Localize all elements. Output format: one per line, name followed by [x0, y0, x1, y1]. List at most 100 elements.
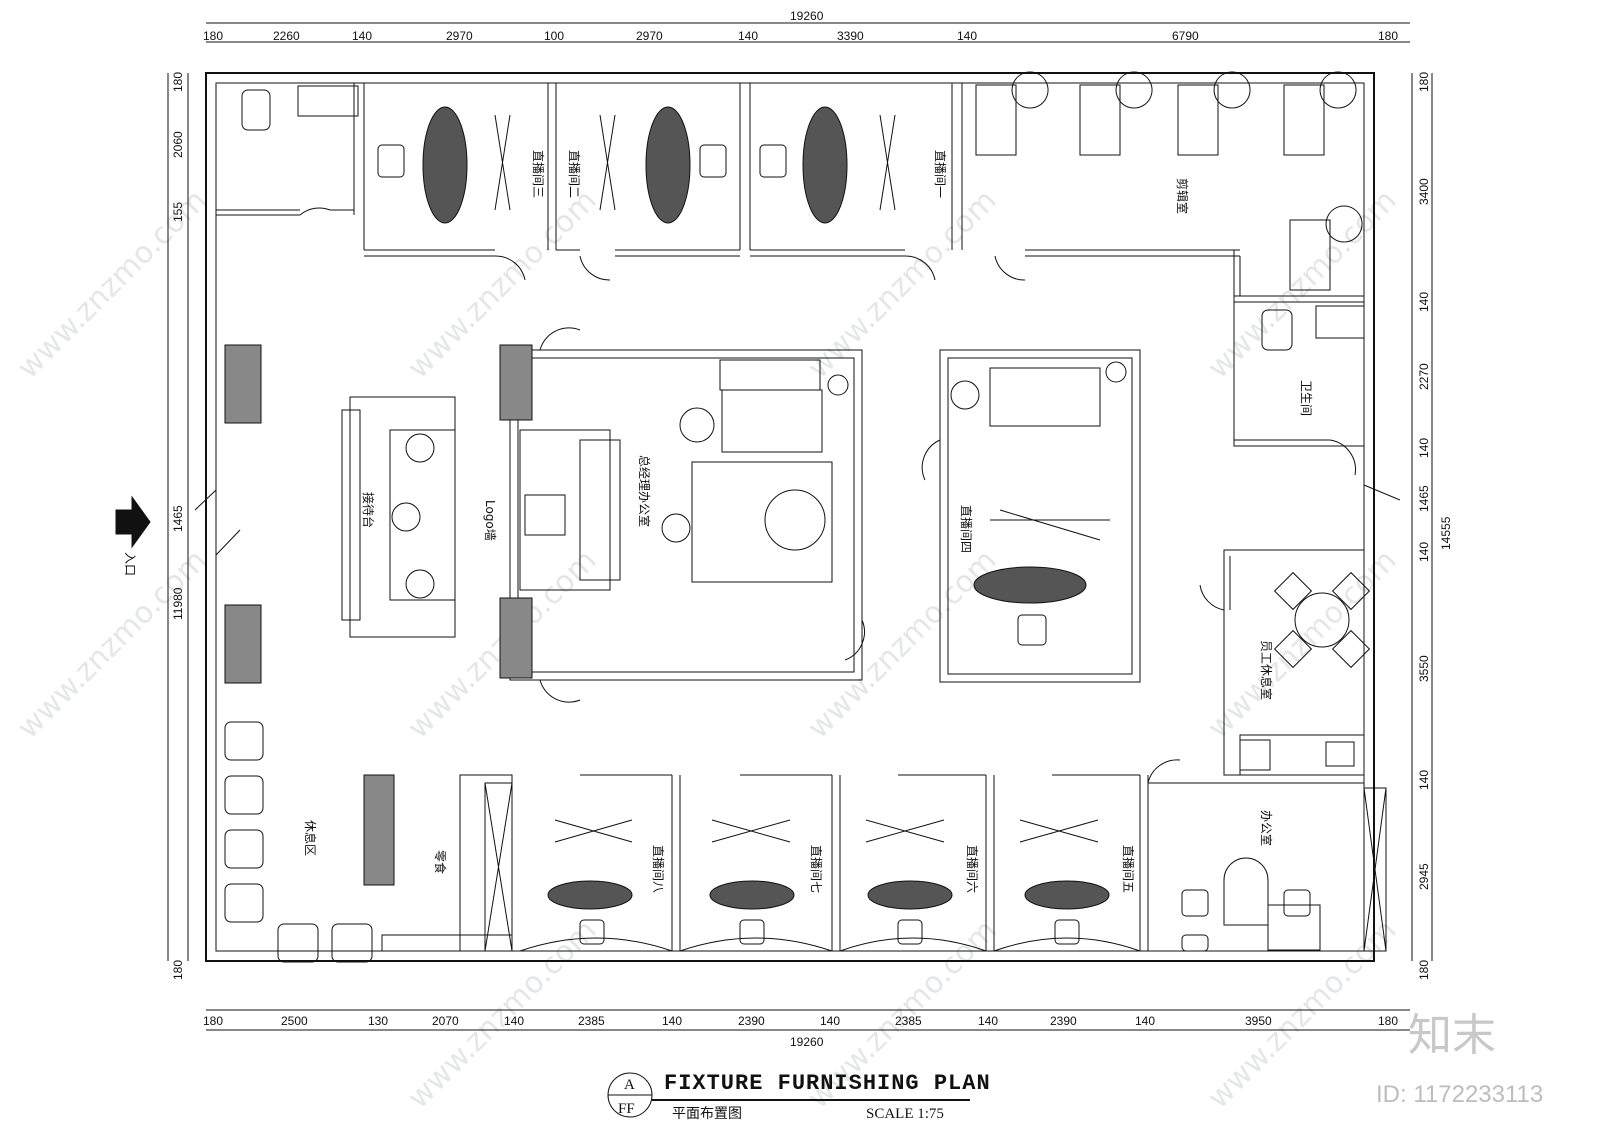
watermark-layer: www.znzmo.com www.znzmo.com www.znzmo.co…: [11, 183, 1404, 1116]
dim-text: 2385: [895, 1014, 922, 1028]
room-label-live4: 直播间四: [959, 505, 973, 553]
dim-text: 2070: [432, 1014, 459, 1028]
toilet-room-outline: [1233, 295, 1365, 447]
dim-text: 140: [820, 1014, 840, 1028]
watermark-text: www.znzmo.com: [801, 543, 1004, 746]
room-label-live8: 直播间八: [651, 845, 665, 893]
dim-text: 1465: [1417, 485, 1431, 512]
right-dimensions: 180 3400 140 2270 140 1465 140 3550 140 …: [1417, 72, 1453, 980]
room-label-logo-wall: Logo墙: [483, 500, 497, 541]
dim-bottom-total: 19260: [790, 1035, 824, 1049]
room-label-live5: 直播间五: [1121, 845, 1135, 893]
desk-oval: [709, 880, 795, 910]
room-label-edit: 剪辑室: [1175, 178, 1190, 214]
desk-oval: [1024, 880, 1110, 910]
dim-text: 140: [957, 29, 977, 43]
plant-planter: [499, 597, 533, 679]
dim-text: 140: [352, 29, 372, 43]
desk-oval: [422, 106, 468, 224]
dim-text: 140: [738, 29, 758, 43]
dim-text: 140: [1417, 292, 1431, 312]
brand-logo: 知末: [1408, 1010, 1496, 1061]
dim-text: 180: [203, 29, 223, 43]
dim-text: 180: [1417, 960, 1431, 980]
image-id-text: ID: 1172233113: [1376, 1081, 1543, 1108]
drawing-subtitle: 平面布置图: [672, 1106, 742, 1122]
top-dimensions: 19260 180 2260 140 2970 100 2970 140 339…: [203, 9, 1398, 43]
live-room-4-outline: [939, 349, 1141, 683]
dim-text: 140: [1417, 542, 1431, 562]
room-label-toilet: 卫生间: [1299, 380, 1313, 416]
dim-text: 2390: [1050, 1014, 1077, 1028]
outer-wall: [205, 72, 1375, 962]
dim-right-total: 14555: [1439, 516, 1453, 550]
dim-text: 180: [171, 960, 185, 980]
dim-text: 140: [978, 1014, 998, 1028]
round-table: [1294, 592, 1350, 648]
dim-text: 2970: [446, 29, 473, 43]
title-block: A FF FIXTURE FURNISHING PLAN 平面布置图 SCALE…: [618, 1071, 990, 1122]
left-dimensions: 180 2060 155 1465 11980 180: [171, 72, 185, 980]
desk-oval: [867, 880, 953, 910]
drawing-scale: SCALE 1:75: [866, 1106, 944, 1122]
dim-text: 2500: [281, 1014, 308, 1028]
plant-planter: [224, 604, 262, 684]
inner-wall-line: [215, 82, 1365, 952]
desk-oval: [802, 106, 848, 224]
room-labels: 直播间三 直播间二 直播间一 剪辑室 卫生间 接待台 Logo墙 总经理办公室 …: [123, 150, 1313, 893]
plant-planter: [363, 774, 395, 886]
entrance-label: 入口: [123, 552, 137, 576]
dim-text: 2945: [1417, 863, 1431, 890]
dim-text: 3950: [1245, 1014, 1272, 1028]
room-label-live6: 直播间六: [965, 845, 979, 893]
room-label-office: 办公室: [1259, 810, 1274, 846]
watermark-text: www.znzmo.com: [11, 543, 214, 746]
plant-planter: [224, 344, 262, 424]
dim-text: 180: [1378, 1014, 1398, 1028]
dim-text: 180: [1417, 72, 1431, 92]
dim-text: 1465: [171, 505, 185, 532]
drawing-tag-top: A: [624, 1077, 635, 1093]
room-label-rest-area: 休息区: [303, 820, 318, 856]
dim-text: 155: [171, 202, 185, 222]
office-room-outline: [1147, 782, 1365, 952]
dim-text: 2270: [1417, 363, 1431, 390]
room-label-snack: 零食: [433, 850, 448, 874]
dim-text: 2385: [578, 1014, 605, 1028]
dim-text: 140: [1135, 1014, 1155, 1028]
dim-text: 3390: [837, 29, 864, 43]
dim-text: 180: [1378, 29, 1398, 43]
brand-watermark: 知末 ID: 1172233113: [1376, 1010, 1543, 1108]
desk-oval: [973, 566, 1087, 604]
plant-planter: [499, 344, 533, 421]
dim-text: 3550: [1417, 655, 1431, 682]
drawing-tag-bottom: FF: [618, 1101, 635, 1117]
dim-text: 130: [368, 1014, 388, 1028]
entrance-arrow-icon: [115, 495, 151, 549]
room-label-reception: 接待台: [361, 492, 376, 528]
dim-text: 180: [203, 1014, 223, 1028]
dim-text: 140: [662, 1014, 682, 1028]
gm-office-outline: [509, 349, 863, 681]
dim-text: 3400: [1417, 178, 1431, 205]
room-label-staff-rest: 员工休息室: [1259, 640, 1274, 700]
kitchen-counter: [1239, 734, 1365, 776]
dim-text: 2060: [171, 131, 185, 158]
room-label-live3: 直播间三: [531, 150, 545, 198]
room-label-live7: 直播间七: [809, 845, 823, 893]
dim-text: 140: [1417, 770, 1431, 790]
dim-text: 2260: [273, 29, 300, 43]
dim-text: 100: [544, 29, 564, 43]
dim-text: 140: [1417, 438, 1431, 458]
room-label-live1: 直播间一: [933, 150, 947, 198]
dim-text: 140: [504, 1014, 524, 1028]
dim-left-total: 11980: [171, 587, 185, 620]
desk-oval: [547, 880, 633, 910]
dim-text: 2970: [636, 29, 663, 43]
dim-top-total: 19260: [790, 9, 824, 23]
desk-oval: [645, 106, 691, 224]
room-label-live2: 直播间二: [567, 150, 581, 198]
room-label-gm-office: 总经理办公室: [637, 455, 652, 527]
dim-text: 2390: [738, 1014, 765, 1028]
